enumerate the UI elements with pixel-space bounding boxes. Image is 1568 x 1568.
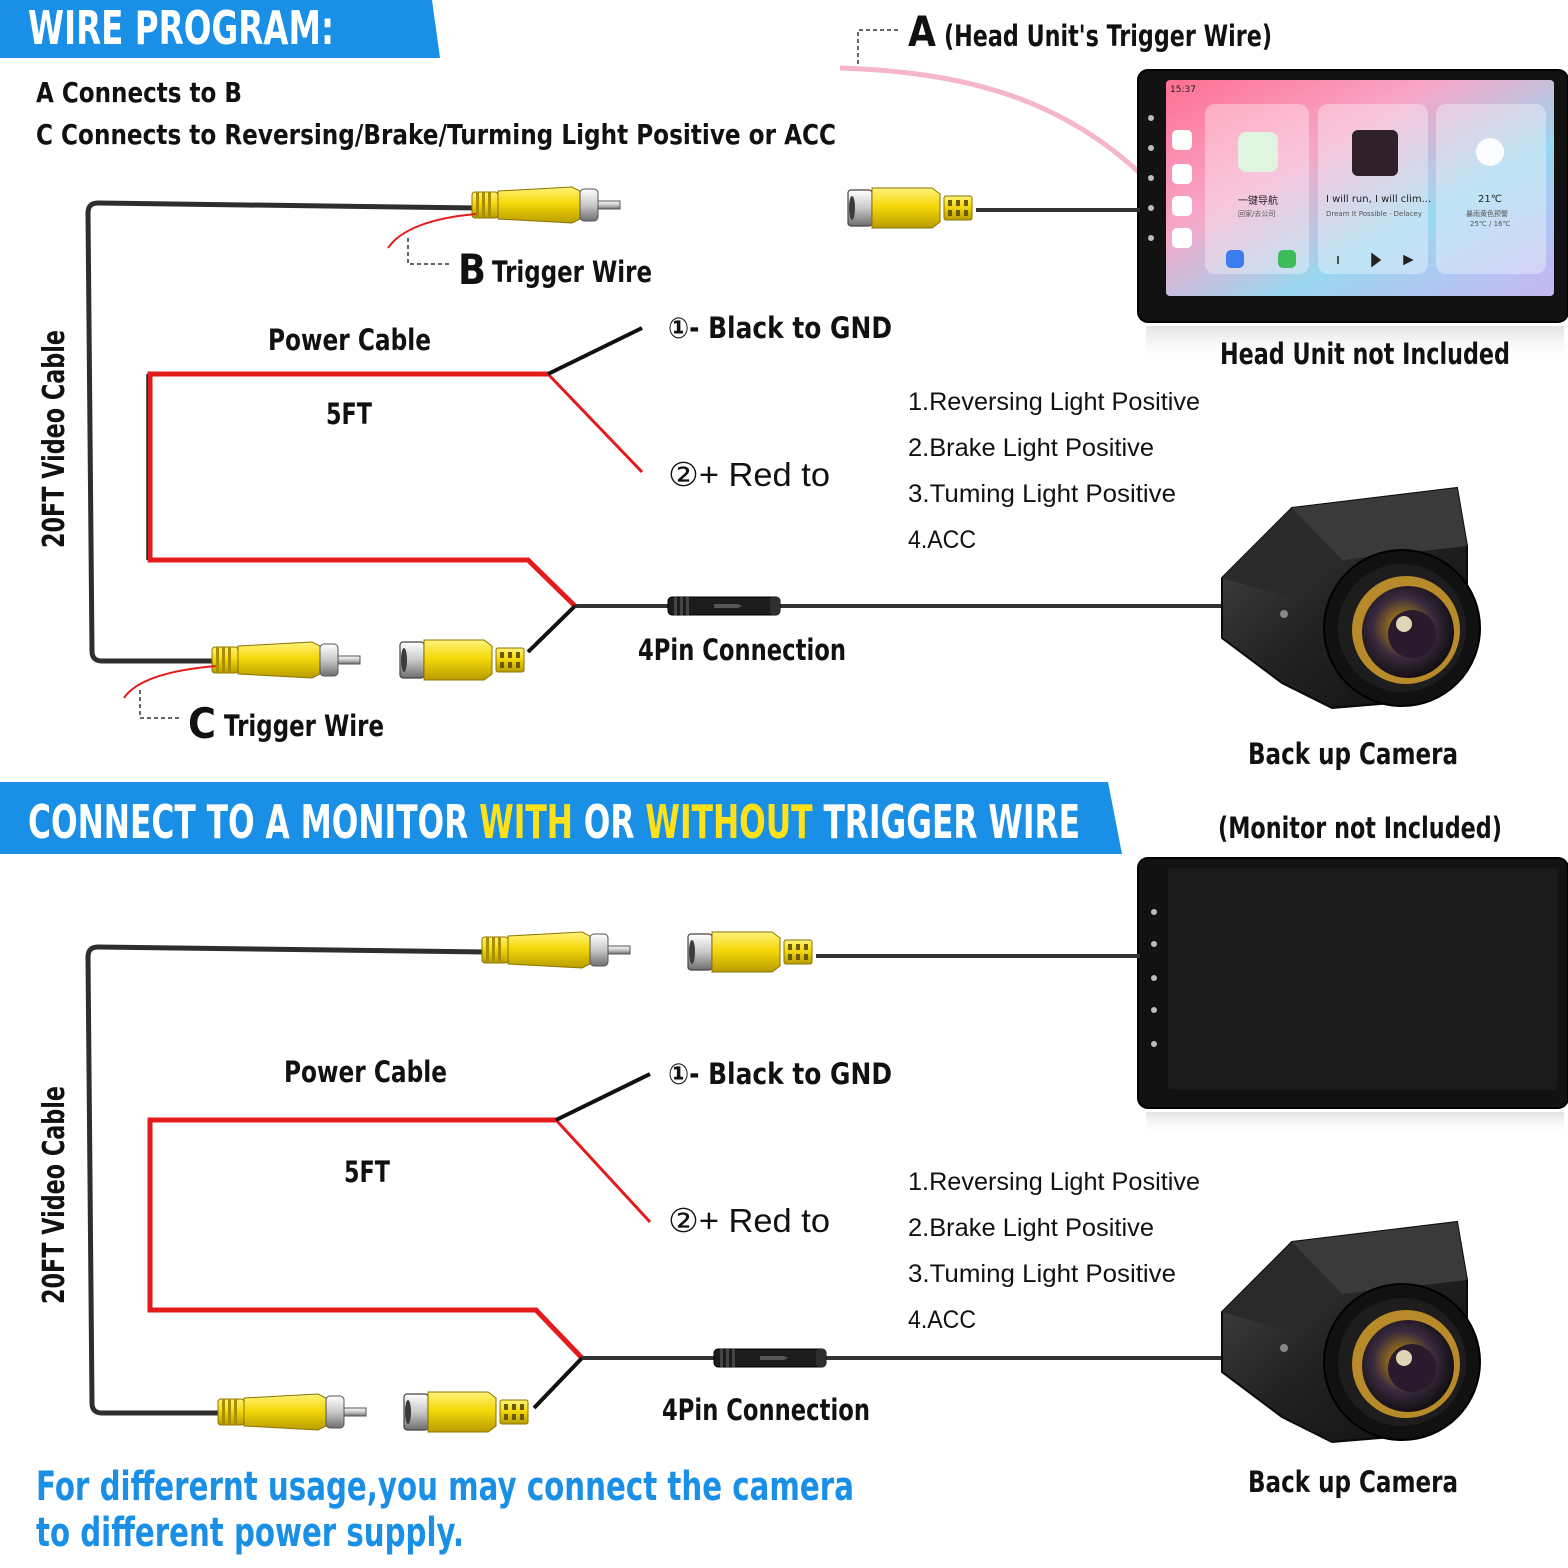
a-trigger-wire <box>839 65 1147 180</box>
c-trigger-wire <box>123 665 217 699</box>
bottom-option-2: 2.Brake Light Positive <box>908 1214 1154 1242</box>
bottom-section: CONNECT TO A MONITOR WITH OR WITHOUT TRI… <box>0 782 1568 1556</box>
bottom-length-label: 5FT <box>344 1155 390 1189</box>
bottom-camera-label: Back up Camera <box>1248 1465 1458 1499</box>
monitor-note: (Monitor not Included) <box>1218 811 1502 845</box>
top-black-label: ①- Black to GND <box>668 311 892 345</box>
top-option-1: 1.Reversing Light Positive <box>908 388 1200 416</box>
bottom-power-cable-label: Power Cable <box>284 1055 447 1089</box>
head-unit: 15:37 一键导航 回家/去公司 I will run, I will cli… <box>1137 69 1568 364</box>
c-label-leader <box>139 690 182 719</box>
bottom-4pin-connector <box>713 1348 827 1368</box>
top-power-cable-label: Power Cable <box>268 323 431 357</box>
bottom-4pin-label: 4Pin Connection <box>662 1393 870 1427</box>
bottom-red-wire <box>147 1117 584 1360</box>
b-letter: B <box>458 245 486 294</box>
bottom-option-1: 1.Reversing Light Positive <box>908 1168 1200 1196</box>
rca-male-bottom-left <box>211 641 361 679</box>
top-video-cable <box>85 200 479 664</box>
widget-song-sub: Dream It Possible · Delacey <box>1326 210 1422 218</box>
bottom-banner-part-5: TRIGGER WIRE <box>813 795 1080 849</box>
monitor <box>1137 857 1568 1136</box>
widget-temp: 21℃ <box>1478 194 1502 205</box>
head-unit-time: 15:37 <box>1170 85 1196 95</box>
top-options-list: 1.Reversing Light Positive 2.Brake Light… <box>908 388 1200 554</box>
top-backup-camera <box>1221 487 1481 709</box>
top-option-4: 4.ACC <box>908 526 976 554</box>
bottom-video-cable <box>85 944 487 1416</box>
note-a-connects-b: A Connects to B <box>36 76 242 109</box>
top-banner <box>0 0 440 58</box>
bottom-banner <box>0 782 1122 854</box>
rca-male-top <box>471 186 621 224</box>
widget-song: I will run, I will clim... <box>1326 194 1431 205</box>
bottom-banner-part-2: WITH <box>479 795 573 849</box>
top-length-label: 5FT <box>326 397 372 431</box>
bottom-red-label: ②+ Red to <box>668 1202 830 1239</box>
a-letter: A <box>908 7 936 56</box>
rca-male-bottom-bottom <box>217 1393 367 1431</box>
top-red-label: ②+ Red to <box>668 456 830 493</box>
bottom-banner-title: CONNECT TO A MONITOR WITH OR WITHOUT TRI… <box>28 795 1080 849</box>
bottom-black-wire <box>555 1072 651 1122</box>
widget-nav-sub: 回家/去公司 <box>1238 209 1275 218</box>
top-4pin-connector <box>667 596 781 616</box>
top-red-wire <box>147 371 577 608</box>
a-label-leader <box>857 29 898 64</box>
top-camera-label: Back up Camera <box>1248 737 1458 771</box>
top-video-cable-label: 20FT Video Cable <box>37 330 72 548</box>
top-4pin-label: 4Pin Connection <box>638 633 846 667</box>
a-label: (Head Unit's Trigger Wire) <box>944 19 1272 53</box>
rca-male-bottom-top <box>481 931 631 969</box>
top-red-wire-end <box>546 372 644 474</box>
bottom-options-list: 1.Reversing Light Positive 2.Brake Light… <box>908 1168 1200 1334</box>
rca-female-monitor <box>687 931 813 973</box>
top-option-2: 2.Brake Light Positive <box>908 434 1154 462</box>
bottom-black-wire-junction <box>532 1356 584 1410</box>
head-unit-note: Head Unit not Included <box>1220 337 1510 371</box>
bottom-backup-camera <box>1221 1221 1481 1443</box>
rca-female-bottom-right <box>399 639 525 681</box>
top-option-3: 3.Tuming Light Positive <box>908 480 1176 508</box>
c-letter: C <box>188 699 216 748</box>
note-c-connects: C Connects to Reversing/Brake/Turming Li… <box>36 118 836 151</box>
c-label: Trigger Wire <box>224 709 384 743</box>
bottom-banner-part-4: WITHOUT <box>645 795 813 849</box>
top-black-wire <box>547 326 643 376</box>
bottom-option-4: 4.ACC <box>908 1306 976 1334</box>
bottom-video-cable-label: 20FT Video Cable <box>37 1086 72 1304</box>
widget-nav-title: 一键导航 <box>1238 194 1278 207</box>
b-label-leader <box>407 238 452 265</box>
bottom-option-3: 3.Tuming Light Positive <box>908 1260 1176 1288</box>
footer-line-2: to different power supply. <box>36 1510 464 1556</box>
top-section: WIRE PROGRAM: A Connects to B C Connects… <box>0 0 1568 771</box>
footer-line-1: For differernt usage,you may connect the… <box>36 1464 854 1510</box>
widget-weather-sub: 暴雨黄色预警 <box>1466 209 1508 218</box>
b-trigger-wire <box>387 213 477 249</box>
top-banner-title: WIRE PROGRAM: <box>28 1 334 55</box>
b-label: Trigger Wire <box>492 255 652 289</box>
top-black-wire-junction <box>526 604 577 654</box>
bottom-black-label: ①- Black to GND <box>668 1057 892 1091</box>
bottom-red-wire-end <box>554 1118 652 1224</box>
bottom-banner-part-3: OR <box>573 795 646 849</box>
widget-temp-range: 25℃ / 16℃ <box>1470 220 1510 228</box>
rca-female-top-right <box>847 187 973 229</box>
bottom-banner-part-1: CONNECT TO A MONITOR <box>28 795 479 849</box>
rca-female-bottom-left <box>403 1391 529 1433</box>
